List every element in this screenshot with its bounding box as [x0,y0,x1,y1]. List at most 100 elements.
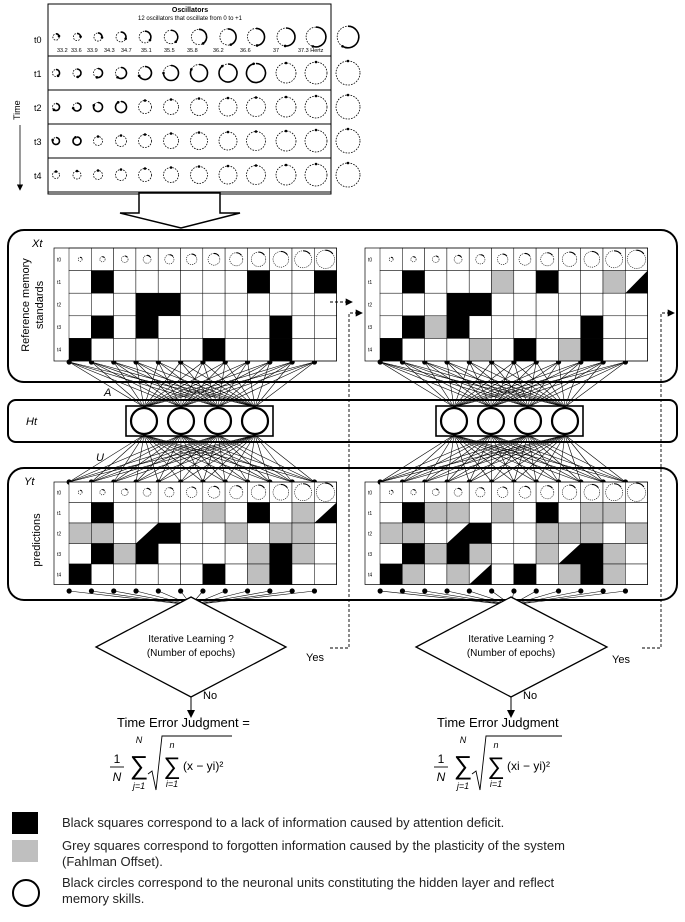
matrix-cell [224,338,248,362]
matrix-cell [625,502,648,524]
matrix-oscillator-icon [475,254,486,265]
connection-line [143,434,226,483]
oscillator-phase-marker [57,34,61,38]
matrix-cell [247,563,270,585]
oscillator-frequency: 34.3 [104,48,115,54]
matrix-cell [91,270,114,294]
matrix-cell [625,481,648,503]
connection-line [453,434,515,483]
connection-line [217,434,293,483]
matrix-cell [379,563,403,585]
connection-line [143,361,159,408]
connection-line [402,361,529,408]
connection-line [453,361,626,408]
connection-line [453,361,470,408]
judgment-right-inner-sum: ∑ [487,753,504,780]
matrix-cell [157,543,181,565]
matrix-row-label: t3 [57,325,61,331]
connection-line [180,361,226,408]
oscillator-phase-marker [79,35,82,38]
matrix-cell [135,292,159,317]
matrix-cell [513,247,537,271]
matrix-cell [491,543,515,565]
matrix-cell [424,338,448,362]
matrix-cell [157,481,181,503]
oscillator-phase-arc [162,64,180,82]
matrix-cell [91,563,114,585]
judgment-left-frac-num: 1 [114,752,121,766]
matrix-cell [424,292,448,317]
matrix-cell [625,292,648,317]
oscillator-phase-marker [95,76,99,79]
connection-line [513,434,529,483]
connection-line [490,434,581,483]
matrix-cell [625,247,648,271]
connection-line [143,434,159,483]
oscillator-phase-marker [284,95,288,99]
hidden-layer-box [7,399,678,443]
connection-line [453,434,470,483]
hidden-unit [550,406,580,436]
matrix-row-label: t2 [57,531,61,537]
oscillator-frequency: 33.6 [71,48,82,54]
connection-line [527,361,537,408]
connection-line [453,434,626,483]
matrix-oscillator-arc [457,487,462,491]
connection-line [469,361,529,408]
oscillator-phase-marker [314,162,318,166]
output-line [510,590,604,606]
oscillator-phase-marker [229,43,233,46]
oscillator-phase-marker [51,138,54,142]
matrix-cell [602,315,626,339]
matrix-cell [91,338,114,362]
oscillator-circle [335,162,361,188]
connection-line [446,434,455,483]
matrix-cell [202,338,226,362]
matrix-cell [224,247,248,271]
connection-line [527,434,604,483]
oscillator-circle [52,171,60,179]
oscillator-phase-marker [226,130,230,134]
oscillator-phase-marker [116,100,120,104]
matrix-cell [157,292,181,317]
matrix-cell [68,292,92,317]
matrix-cell [202,563,226,585]
matrix-cell [602,247,626,271]
standards-label: standards [34,280,46,329]
matrix-oscillator-arc [258,251,265,256]
connection-line [143,434,270,483]
matrix-cell [157,247,181,271]
matrix-oscillator-arc [502,486,508,490]
oscillator-phase-arc [312,26,327,48]
matrix-cell [247,315,270,339]
connection-line [254,434,315,483]
oscillator-phase-marker [197,97,201,100]
connection-line [254,361,315,408]
oscillators-title: Oscillators [172,7,208,14]
matrix-cell [491,563,515,585]
decision-right: Iterative Learning ? (Number of epochs) … [414,596,630,718]
matrix-oscillator-icon [164,254,175,265]
matrix-cell [314,270,337,294]
output-line [190,590,293,606]
connection-line [180,434,270,483]
x-label: Xt [31,238,43,250]
matrix-oscillator-icon [164,487,175,498]
matrix-cell [224,563,248,585]
matrix-cell [625,543,648,565]
connection-line [379,434,455,483]
matrix-oscillator-icon [77,489,83,495]
matrix-cell [91,292,114,317]
connection-line [135,434,145,483]
matrix-cell [424,270,448,294]
connection-line [380,361,529,408]
oscillator-frequency: 37.3 Hertz [298,48,324,54]
matrix-cell [314,522,337,544]
matrix-cell [491,247,515,271]
matrix-cell [68,315,92,339]
decision-right-line1: Iterative Learning ? [468,634,554,645]
oscillator-phase-arc [189,63,209,83]
connection-line [453,434,559,483]
